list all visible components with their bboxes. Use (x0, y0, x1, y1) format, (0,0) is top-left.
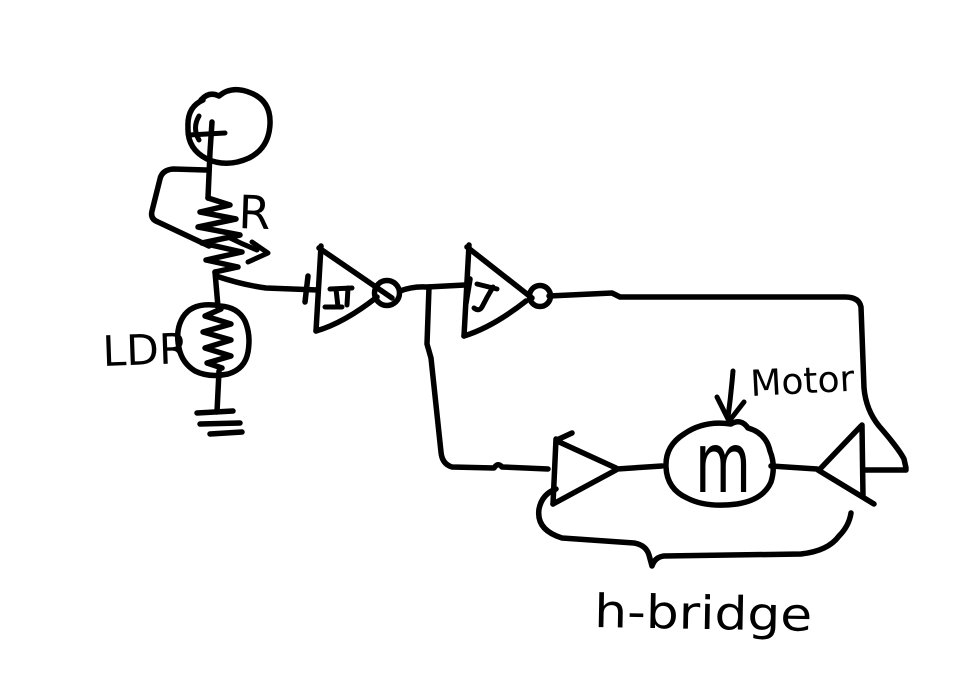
wire-left-driver-to-motor (614, 463, 665, 472)
left-driver-buffer-icon (550, 430, 619, 507)
wire-gate2-to-right-driver (546, 290, 909, 471)
motor-icon: m (663, 414, 776, 512)
motor-symbol-label: m (695, 414, 751, 512)
resistor-zigzag-icon (195, 195, 245, 275)
scribble-loop (148, 166, 212, 249)
schmitt-inverter-2-icon (461, 242, 554, 339)
wire-gate1-to-gate2 (397, 282, 468, 294)
motor-arrow-icon (714, 368, 747, 423)
ldr-label: LDR (102, 324, 190, 376)
motor-label: Motor (749, 359, 855, 405)
wire-junction-to-gate1 (213, 273, 321, 293)
h-bridge-label: h-bridge (594, 584, 813, 642)
h-bridge-brace-icon (535, 486, 854, 569)
right-driver-buffer-icon (815, 422, 877, 507)
wire-motor-to-right-driver (768, 463, 820, 472)
wire-branch-to-left-driver (424, 284, 551, 472)
resistor-label: R (238, 185, 272, 240)
ldr-icon (174, 302, 252, 379)
wire-supply-to-resistor (205, 119, 215, 201)
ground-icon (194, 408, 245, 437)
resistor-arrow-icon (225, 234, 271, 265)
wire-ldr-to-ground (214, 368, 222, 415)
power-supply-icon (185, 86, 273, 166)
schmitt-inverter-1-icon (302, 243, 403, 334)
